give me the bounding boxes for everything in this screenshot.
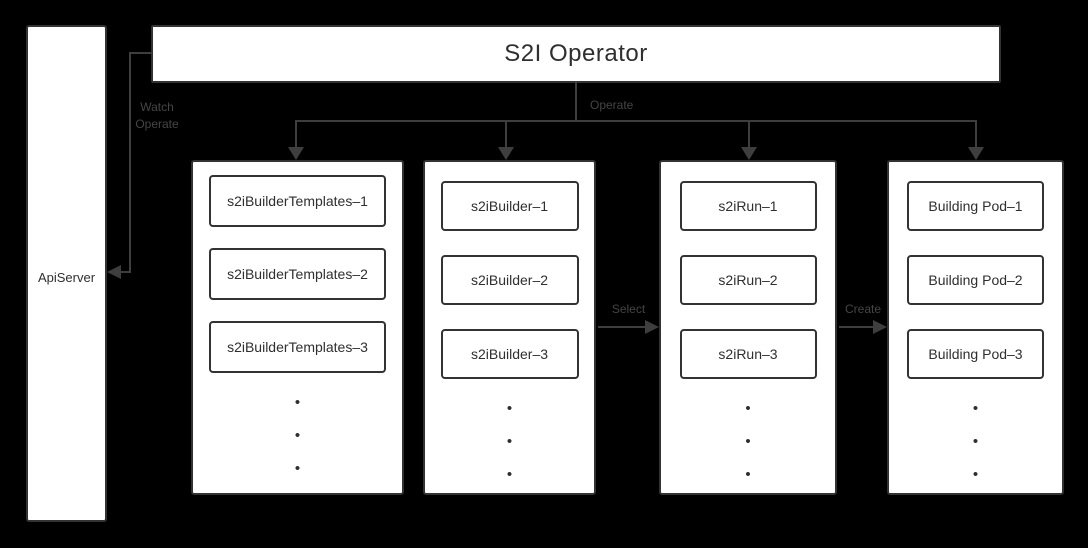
apiserver-label: ApiServer bbox=[37, 270, 96, 285]
templates-column: s2iBuilderTemplates–1 s2iBuilderTemplate… bbox=[191, 160, 404, 495]
pod-node-2: Building Pod–2 bbox=[907, 255, 1044, 305]
builders-column: s2iBuilder–1 s2iBuilder–2 s2iBuilder–3 •… bbox=[423, 160, 596, 495]
templates-node-1: s2iBuilderTemplates–1 bbox=[209, 175, 386, 227]
s2i-operator-title: S2I Operator bbox=[504, 40, 648, 67]
ellipsis-dot: • bbox=[294, 460, 301, 477]
watch-label-line2: Operate bbox=[135, 117, 179, 131]
select-edge-label: Select bbox=[611, 302, 646, 316]
operate-distribution-line bbox=[295, 120, 977, 122]
create-edge-label: Create bbox=[844, 302, 882, 316]
pod-node-3: Building Pod–3 bbox=[907, 329, 1044, 379]
ellipsis-dot: • bbox=[972, 400, 979, 417]
watch-label-line1: Watch bbox=[140, 100, 174, 114]
select-edge-line bbox=[598, 326, 645, 328]
run-node-2: s2iRun–2 bbox=[679, 255, 817, 305]
apiserver-node: ApiServer bbox=[26, 25, 107, 522]
operate-edge-stem bbox=[575, 81, 577, 122]
ellipsis-dot: • bbox=[745, 466, 751, 483]
watch-edge-arrowhead-icon bbox=[107, 265, 121, 279]
watch-edge-segment-vertical bbox=[129, 52, 131, 273]
ellipsis-dot: • bbox=[745, 433, 751, 450]
operate-arrowhead-3-icon bbox=[741, 147, 757, 160]
operate-drop-line-2 bbox=[505, 120, 507, 148]
ellipsis-dot: • bbox=[972, 466, 979, 483]
templates-node-3: s2iBuilderTemplates–3 bbox=[209, 321, 386, 373]
create-edge-arrowhead-icon bbox=[873, 320, 887, 334]
builder-node-3: s2iBuilder–3 bbox=[440, 329, 579, 379]
pods-ellipsis: • • • bbox=[973, 392, 978, 491]
operate-drop-line-3 bbox=[748, 120, 750, 148]
watch-edge-segment-bottom bbox=[119, 271, 131, 273]
ellipsis-dot: • bbox=[745, 400, 751, 417]
templates-ellipsis: • • • bbox=[295, 386, 300, 485]
run-node-1: s2iRun–1 bbox=[679, 181, 817, 231]
operate-drop-line-4 bbox=[975, 120, 977, 148]
operate-edge-label: Operate bbox=[590, 98, 634, 112]
runs-ellipsis: • • • bbox=[745, 392, 750, 491]
operate-arrowhead-1-icon bbox=[288, 147, 304, 160]
runs-column: s2iRun–1 s2iRun–2 s2iRun–3 • • • bbox=[659, 160, 837, 495]
pod-node-1: Building Pod–1 bbox=[907, 181, 1044, 231]
ellipsis-dot: • bbox=[294, 394, 301, 411]
operate-arrowhead-4-icon bbox=[968, 147, 984, 160]
s2i-operator-node: S2I Operator bbox=[151, 25, 1001, 83]
pods-column: Building Pod–1 Building Pod–2 Building P… bbox=[887, 160, 1064, 495]
builder-node-2: s2iBuilder–2 bbox=[440, 255, 579, 305]
operate-drop-line-1 bbox=[295, 120, 297, 148]
watch-edge-segment-top bbox=[129, 52, 152, 54]
select-edge-arrowhead-icon bbox=[645, 320, 659, 334]
create-edge-line bbox=[839, 326, 873, 328]
operate-arrowhead-2-icon bbox=[498, 147, 514, 160]
ellipsis-dot: • bbox=[972, 433, 979, 450]
builder-node-1: s2iBuilder–1 bbox=[440, 181, 579, 231]
templates-node-2: s2iBuilderTemplates–2 bbox=[209, 248, 386, 300]
ellipsis-dot: • bbox=[294, 427, 301, 444]
ellipsis-dot: • bbox=[506, 400, 513, 417]
builders-ellipsis: • • • bbox=[507, 392, 512, 491]
ellipsis-dot: • bbox=[506, 466, 513, 483]
ellipsis-dot: • bbox=[506, 433, 513, 450]
run-node-3: s2iRun–3 bbox=[679, 329, 817, 379]
watch-operate-edge-label: Watch Operate bbox=[117, 99, 197, 133]
